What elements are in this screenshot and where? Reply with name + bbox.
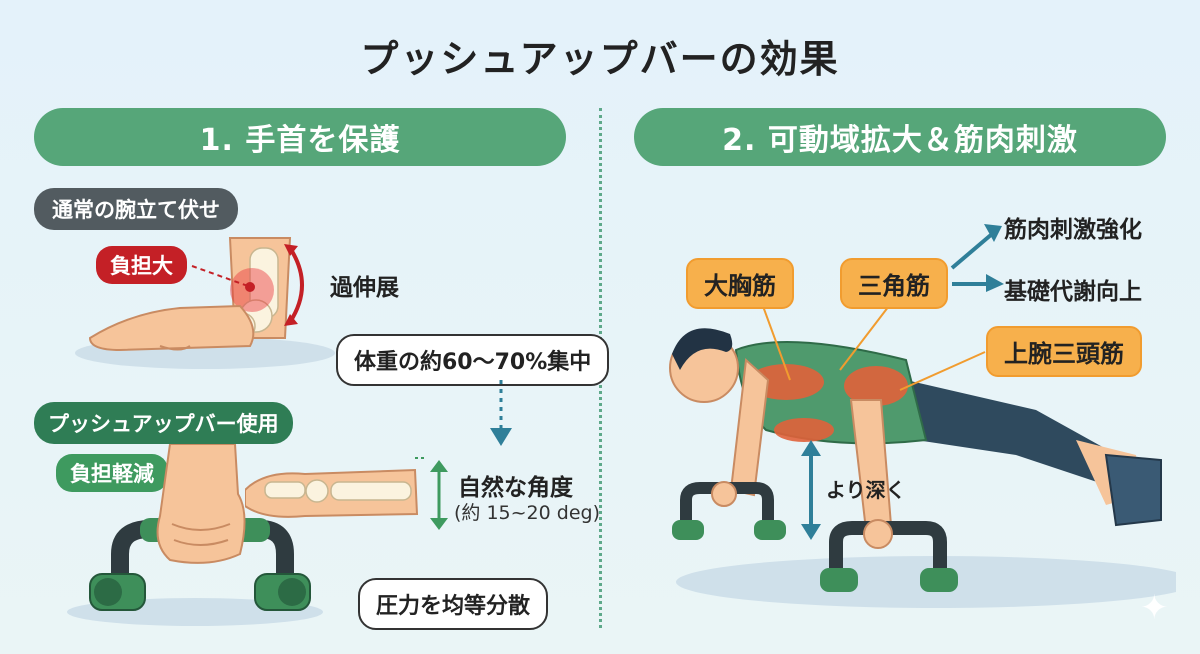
deeper-label: より深く (826, 478, 906, 502)
natural-angle-label: 自然な角度 (458, 475, 573, 501)
burden-low-badge: 負担軽減 (56, 454, 168, 492)
natural-wrist-illustration (245, 457, 425, 518)
depth-arrow (801, 440, 821, 540)
angle-arrow (430, 460, 448, 530)
pushup-bar-label: プッシュアップバー使用 (34, 402, 293, 444)
transition-arrow (490, 380, 512, 446)
muscle-tag-triceps: 上腕三頭筋 (986, 326, 1142, 377)
pushup-bar-grip-illustration (67, 444, 323, 626)
weight-concentration-bubble: 体重の約60〜70%集中 (336, 334, 610, 386)
muscle-tag-deltoid: 三角筋 (840, 258, 948, 309)
burden-high-badge: 負担大 (96, 246, 187, 284)
effect-metabolism: 基礎代謝向上 (1004, 279, 1142, 305)
normal-pushup-label: 通常の腕立て伏せ (34, 188, 238, 230)
section-header-wrist: 1. 手首を保護 (34, 108, 566, 166)
pushup-person-illustration (669, 328, 1176, 608)
page-title: プッシュアップバーの効果 (360, 37, 840, 81)
section-header-range: 2. 可動域拡大＆筋肉刺激 (634, 108, 1166, 166)
muscle-pointer-lines (759, 297, 986, 391)
angle-note: (約 15~20 deg) (454, 502, 600, 524)
sparkle-icon: ✦ (1140, 588, 1169, 628)
hyperextension-arrow (284, 244, 304, 326)
effect-arrows (950, 224, 1004, 292)
effect-muscle-stimulation: 筋肉刺激強化 (1004, 217, 1142, 243)
pressure-distribution-bubble: 圧力を均等分散 (358, 578, 549, 630)
muscle-tag-chest: 大胸筋 (686, 258, 794, 309)
burden-pointer-line (191, 265, 255, 292)
hyperextension-label: 過伸展 (330, 275, 399, 301)
